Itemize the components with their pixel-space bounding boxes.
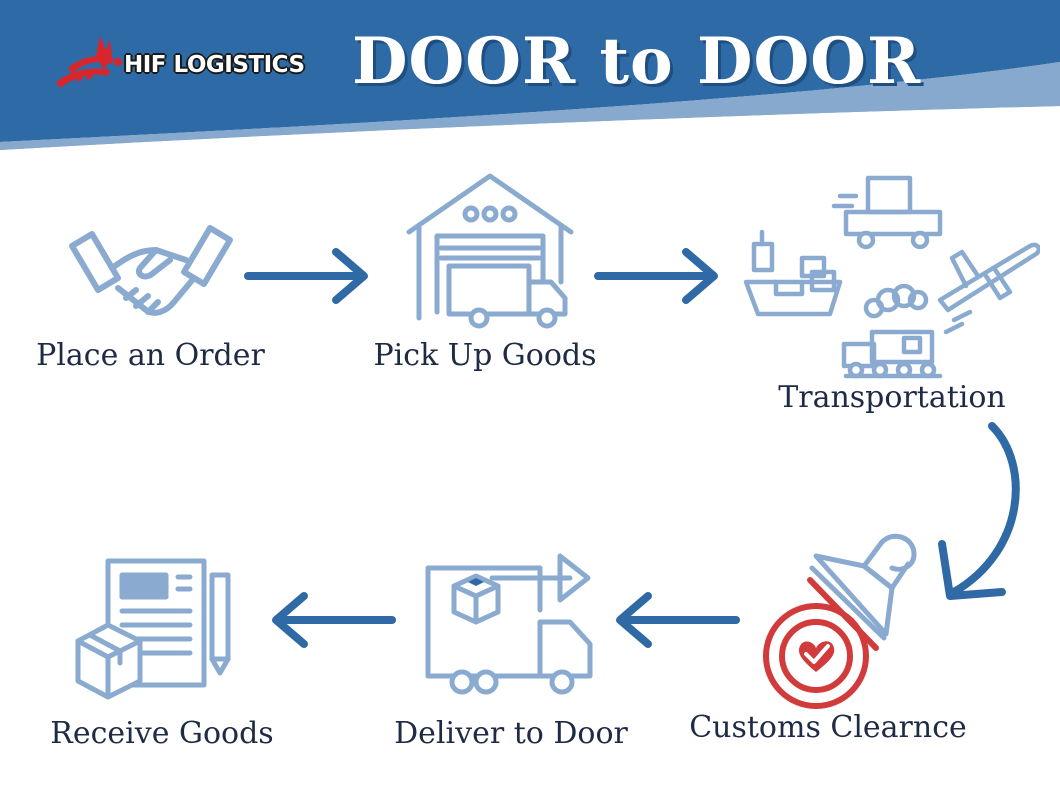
step-label-deliver: Deliver to Door	[394, 716, 628, 751]
arrow-right-2	[594, 248, 718, 304]
arrow-left-2	[272, 592, 396, 648]
multimodal-transport-icon	[743, 175, 1040, 379]
delivery-truck-icon	[425, 553, 593, 695]
stamp-icon	[763, 533, 917, 709]
warehouse-truck-icon	[406, 173, 574, 329]
step-label-pick-up: Pick Up Goods	[373, 338, 597, 373]
arrow-right-1	[244, 248, 368, 304]
step-label-place-order: Place an Order	[36, 338, 265, 373]
company-logo	[56, 36, 122, 88]
step-label-customs: Customs Clearnce	[689, 710, 967, 745]
step-label-receive: Receive Goods	[50, 716, 274, 751]
handshake-icon	[69, 225, 233, 316]
documents-box-icon	[75, 558, 231, 700]
step-label-transportation: Transportation	[778, 380, 1006, 415]
header-banner	[0, 0, 1060, 150]
arrow-left-1	[616, 592, 740, 648]
logo-text: HIF LOGISTICS	[124, 52, 305, 78]
page-title: DOOR to DOOR	[352, 24, 922, 99]
arrow-curved-down	[938, 422, 1020, 600]
